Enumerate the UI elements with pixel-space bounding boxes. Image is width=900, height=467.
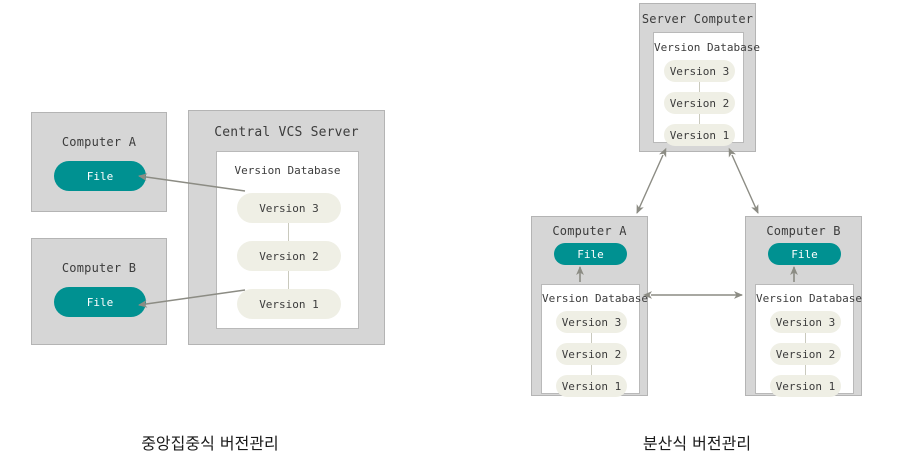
right-computer-a-version-database-title: Version Database <box>542 292 648 305</box>
left-server-version-1-pill: Version 1 <box>237 289 341 319</box>
right-computer-a-version-3-pill: Version 3 <box>556 311 627 333</box>
left-computer-a-file-pill: File <box>54 161 146 191</box>
right-computer-a-version-1-pill: Version 1 <box>556 375 627 397</box>
arrow-right-server-computer-b <box>728 147 759 214</box>
right-server-version-database-title: Version Database <box>654 41 760 54</box>
right-server-connector-2-1 <box>699 114 700 124</box>
left-computer-b-title: Computer B <box>61 261 137 275</box>
left-central-vcs-server-title: Central VCS Server <box>214 125 359 140</box>
right-server-version-2-pill: Version 2 <box>664 92 735 114</box>
right-computer-b-version-2-pill: Version 2 <box>770 343 841 365</box>
left-computer-a-panel: Computer A File <box>31 112 167 212</box>
left-server-connector-2-1 <box>288 271 289 289</box>
right-computer-b-connector-2-1 <box>805 365 806 375</box>
left-central-vcs-server-panel: Central VCS Server Version Database Vers… <box>188 110 385 345</box>
right-computer-b-connector-3-2 <box>805 333 806 343</box>
arrow-right-server-computer-a <box>636 147 667 214</box>
right-server-version-3-pill: Version 3 <box>664 60 735 82</box>
right-computer-b-title: Computer B <box>766 224 841 238</box>
right-computer-a-version-database: Version Database Version 3 Version 2 Ver… <box>541 284 648 397</box>
right-computer-b-version-3-pill: Version 3 <box>770 311 841 333</box>
right-computer-a-panel: Computer A File Version Database Version… <box>531 216 648 397</box>
right-server-connector-3-2 <box>699 82 700 92</box>
right-server-computer-title: Server Computer <box>641 12 754 26</box>
right-computer-a-title: Computer A <box>552 224 627 238</box>
right-computer-a-file-pill: File <box>554 243 627 265</box>
right-server-version-1-pill: Version 1 <box>664 124 735 146</box>
left-server-connector-3-2 <box>288 223 289 241</box>
right-computer-a-connector-2-1 <box>591 365 592 375</box>
left-computer-b-file-pill: File <box>54 287 146 317</box>
right-server-version-database: Version Database Version 3 Version 2 Ver… <box>653 32 760 146</box>
right-computer-b-version-1-pill: Version 1 <box>770 375 841 397</box>
right-computer-b-version-database-title: Version Database <box>756 292 862 305</box>
left-computer-a-title: Computer A <box>61 135 137 149</box>
right-server-computer-panel: Server Computer Version Database Version… <box>639 3 760 152</box>
right-computer-b-panel: Computer B File Version Database Version… <box>745 216 862 397</box>
right-computer-b-file-pill: File <box>768 243 841 265</box>
right-diagram-caption: 분산식 버전관리 <box>642 434 752 453</box>
left-server-version-database-title: Version Database <box>234 164 341 177</box>
left-server-version-database: Version Database Version 3 Version 2 Ver… <box>216 151 359 329</box>
left-server-version-3-pill: Version 3 <box>237 193 341 223</box>
left-diagram-caption: 중앙집중식 버전관리 <box>141 434 279 453</box>
right-computer-a-connector-3-2 <box>591 333 592 343</box>
left-computer-b-panel: Computer B File <box>31 238 167 345</box>
left-server-version-2-pill: Version 2 <box>237 241 341 271</box>
right-computer-a-version-2-pill: Version 2 <box>556 343 627 365</box>
right-computer-b-version-database: Version Database Version 3 Version 2 Ver… <box>755 284 862 397</box>
